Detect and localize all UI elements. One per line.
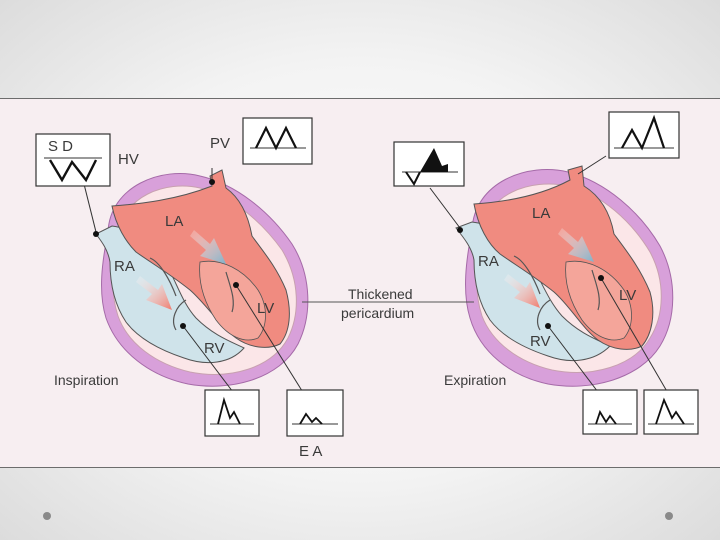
ra-flow-arrow-right <box>504 274 540 308</box>
rv-label-inspiration: RV <box>204 340 225 357</box>
lv-label-expiration: LV <box>619 287 636 304</box>
mitral-doppler-right <box>643 389 699 435</box>
pv-doppler-box-expiration <box>608 111 680 159</box>
inspiration-heart <box>79 167 315 411</box>
lv-label-inspiration: LV <box>257 300 274 317</box>
ea-label: E A <box>299 443 322 460</box>
bottom-divider <box>0 467 720 468</box>
right-bullet-dot <box>665 512 673 520</box>
ra-flow-arrow-left <box>136 276 172 310</box>
left-bullet-dot <box>43 512 51 520</box>
top-divider <box>0 98 720 99</box>
pv-doppler-box <box>242 117 313 165</box>
tricuspid-doppler-left <box>204 389 260 437</box>
hv-trace-label: S D <box>48 138 73 155</box>
expiration-heart <box>429 155 674 401</box>
ra-label-expiration: RA <box>478 253 499 270</box>
hv-doppler-box <box>35 133 111 187</box>
ra-label-inspiration: RA <box>114 258 135 275</box>
la-flow-arrow-right <box>558 228 594 262</box>
la-label-inspiration: LA <box>165 213 183 230</box>
rv-label-expiration: RV <box>530 333 551 350</box>
la-label-expiration: LA <box>532 205 550 222</box>
pv-label: PV <box>210 135 230 152</box>
inspiration-label: Inspiration <box>54 372 119 388</box>
tricuspid-doppler-right <box>582 389 638 435</box>
expiration-label: Expiration <box>444 372 506 388</box>
la-flow-arrow-left <box>190 230 226 264</box>
hv-doppler-box-expiration <box>393 141 465 187</box>
hv-label: HV <box>118 151 139 168</box>
thickened-pericardium-label-line1: Thickened <box>348 286 413 302</box>
mitral-doppler-left <box>286 389 344 437</box>
thickened-pericardium-label-line2: pericardium <box>341 305 414 321</box>
